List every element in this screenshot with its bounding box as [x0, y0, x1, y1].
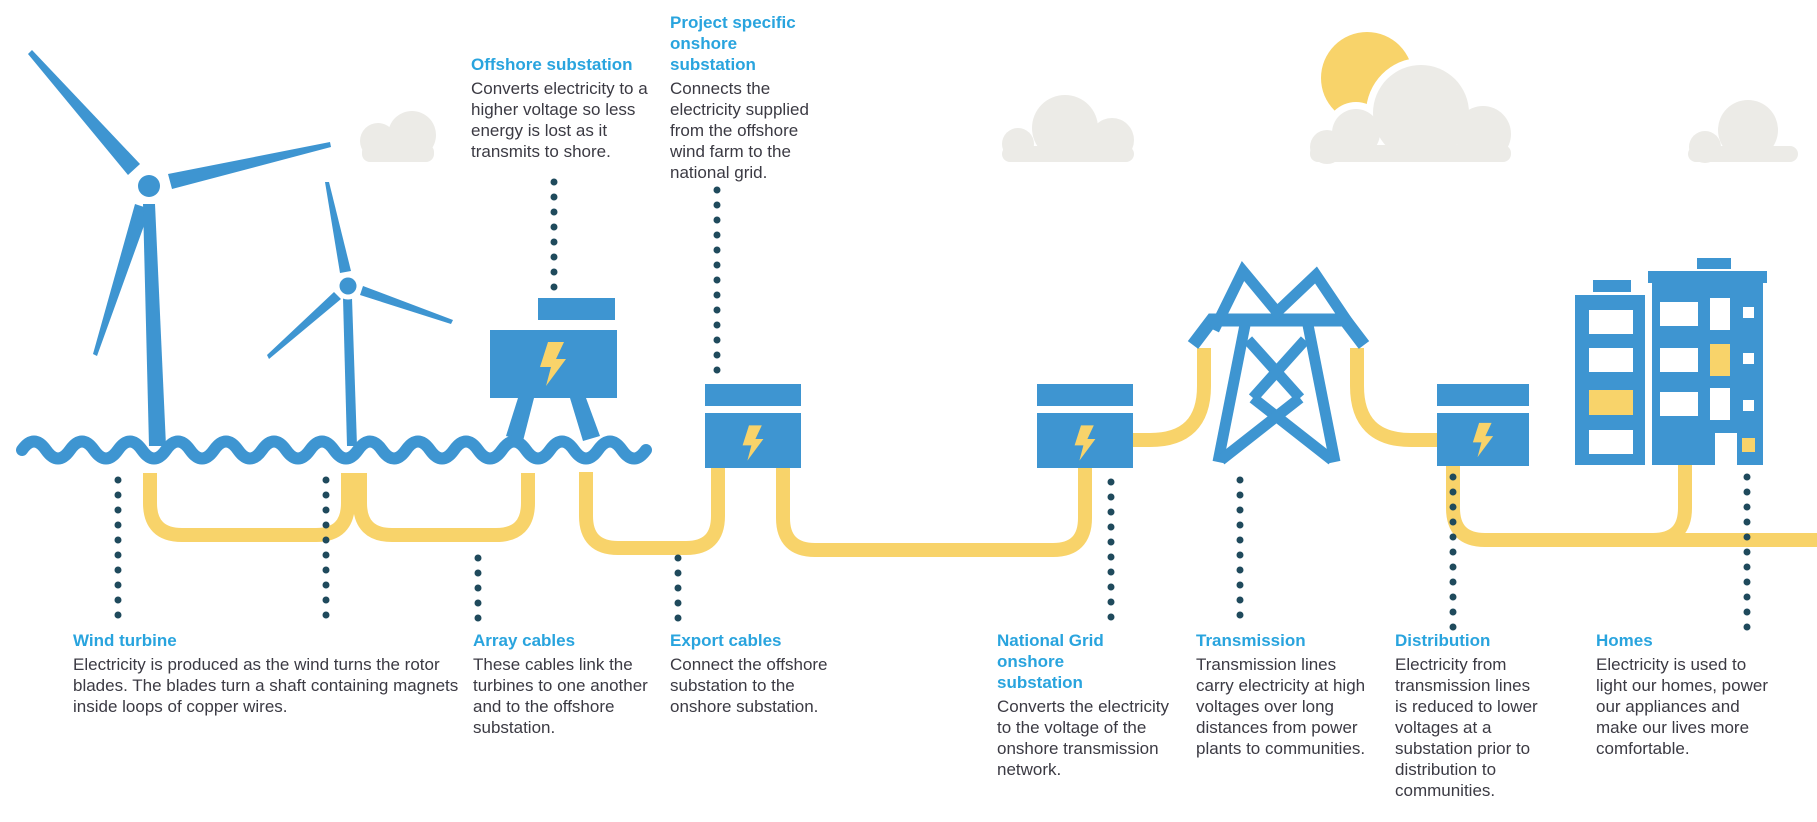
callout-title: Offshore substation — [471, 55, 633, 74]
distribution-cable-line — [1446, 464, 1817, 547]
lightning-bolt-icon — [1074, 425, 1096, 461]
callout-transmission: Transmission Transmission lines carry el… — [1196, 630, 1378, 759]
callout-body: Connect the offshore substation to the o… — [670, 655, 828, 716]
lightning-bolt-icon — [742, 425, 764, 461]
callout-national-grid-onshore-substation: National Grid onshore substation Convert… — [997, 630, 1179, 780]
onshore-grid-cable-line — [776, 466, 1092, 557]
distribution-substation-icon — [1437, 384, 1529, 466]
callout-title: Array cables — [473, 631, 576, 650]
callout-title: Transmission — [1196, 631, 1306, 650]
onshore-substation-icon — [705, 384, 801, 468]
lightning-bolt-icon — [540, 342, 566, 386]
callout-title: Wind turbine — [73, 631, 177, 650]
wind-turbine-icon — [28, 50, 331, 446]
callout-offshore-substation: Offshore substation Converts electricity… — [471, 54, 653, 162]
callout-wind-turbine: Wind turbine Electricity is produced as … — [73, 630, 478, 717]
callout-homes: Homes Electricity is used to light our h… — [1596, 630, 1782, 759]
callout-body: Connects the electricity supplied from t… — [670, 79, 809, 182]
callout-title: National Grid onshore substation — [997, 631, 1104, 692]
dotted-connector-lines — [114, 178, 1751, 632]
callout-body: Electricity from transmission lines is r… — [1395, 655, 1538, 800]
export-cable-line — [579, 466, 725, 555]
callout-body: Transmission lines carry electricity at … — [1196, 655, 1366, 758]
callout-title: Project specific onshore substation — [670, 13, 796, 74]
homes-icon — [1575, 258, 1767, 465]
callout-export-cables: Export cables Connect the offshore subst… — [670, 630, 840, 717]
transmission-cable-left — [1131, 348, 1211, 447]
wind-turbine-icon — [267, 182, 453, 446]
callout-title: Homes — [1596, 631, 1653, 650]
offshore-substation-icon — [490, 298, 617, 441]
callout-body: Electricity is produced as the wind turn… — [73, 655, 459, 716]
callout-body: Converts the electricity to the voltage … — [997, 697, 1169, 779]
cloud-icon — [1303, 58, 1518, 171]
cloud-icon — [1688, 100, 1798, 163]
callout-project-onshore-substation: Project specific onshore substation Conn… — [670, 12, 830, 183]
sea-wave-icon — [16, 435, 652, 465]
callout-title: Export cables — [670, 631, 782, 650]
callout-title: Distribution — [1395, 631, 1491, 650]
callout-body: Converts electricity to a higher voltage… — [471, 79, 648, 161]
transmission-cable-right — [1350, 348, 1437, 447]
callout-distribution: Distribution Electricity from transmissi… — [1395, 630, 1547, 801]
callout-array-cables: Array cables These cables link the turbi… — [473, 630, 658, 738]
callout-body: These cables link the turbines to one an… — [473, 655, 648, 737]
transmission-tower-icon — [1187, 260, 1370, 465]
callout-body: Electricity is used to light our homes, … — [1596, 655, 1768, 758]
array-cable-line — [143, 473, 535, 542]
cloud-icon — [1002, 95, 1134, 162]
national-grid-substation-icon — [1037, 384, 1133, 468]
cloud-icon — [360, 111, 436, 162]
lightning-bolt-icon — [1472, 422, 1494, 458]
